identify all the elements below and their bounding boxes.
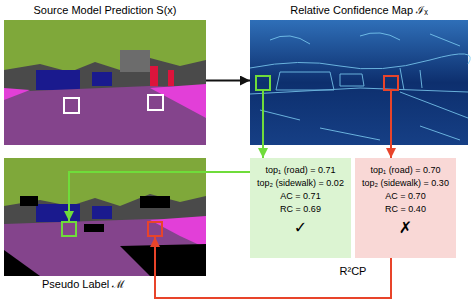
score-line: RC = 0.40	[385, 203, 426, 216]
segmentation-image	[4, 20, 206, 145]
score-line: RC = 0.69	[280, 203, 321, 216]
score-line: AC = 0.71	[280, 190, 320, 203]
score-line: top₂ (sidewalk) = 0.02	[257, 177, 344, 190]
pseudo-label-image	[4, 158, 206, 276]
confidence-map	[250, 20, 470, 145]
score-line: top₁ (road) = 0.71	[266, 164, 336, 177]
connector-arrow	[262, 91, 264, 158]
panel-caption: Pseudo Label ℳ	[4, 276, 206, 292]
image-panel: Relative Confidence Map ℐₓ	[250, 2, 468, 143]
score-line: AC = 0.70	[385, 190, 425, 203]
panel-caption: Source Model Prediction S(x)	[4, 2, 206, 18]
image-panel: Pseudo Label ℳ	[4, 158, 206, 292]
rejected-box: top₁ (road) = 0.70top₂ (sidewalk) = 0.30…	[355, 158, 456, 258]
connector-arrow	[390, 91, 392, 158]
score-line: top₂ (sidewalk) = 0.30	[362, 177, 449, 190]
verdict-mark: ✗	[399, 218, 412, 238]
reliable-box: top₁ (road) = 0.71top₂ (sidewalk) = 0.02…	[250, 158, 351, 258]
section-label: R²CP	[250, 264, 456, 278]
connector-arrow	[206, 80, 250, 82]
image-panel: Source Model Prediction S(x)	[4, 2, 206, 143]
panel-caption: Relative Confidence Map ℐₓ	[250, 2, 468, 18]
connector-arrow	[69, 172, 250, 221]
score-line: top₁ (road) = 0.70	[371, 164, 441, 177]
verdict-mark: ✓	[294, 218, 307, 238]
